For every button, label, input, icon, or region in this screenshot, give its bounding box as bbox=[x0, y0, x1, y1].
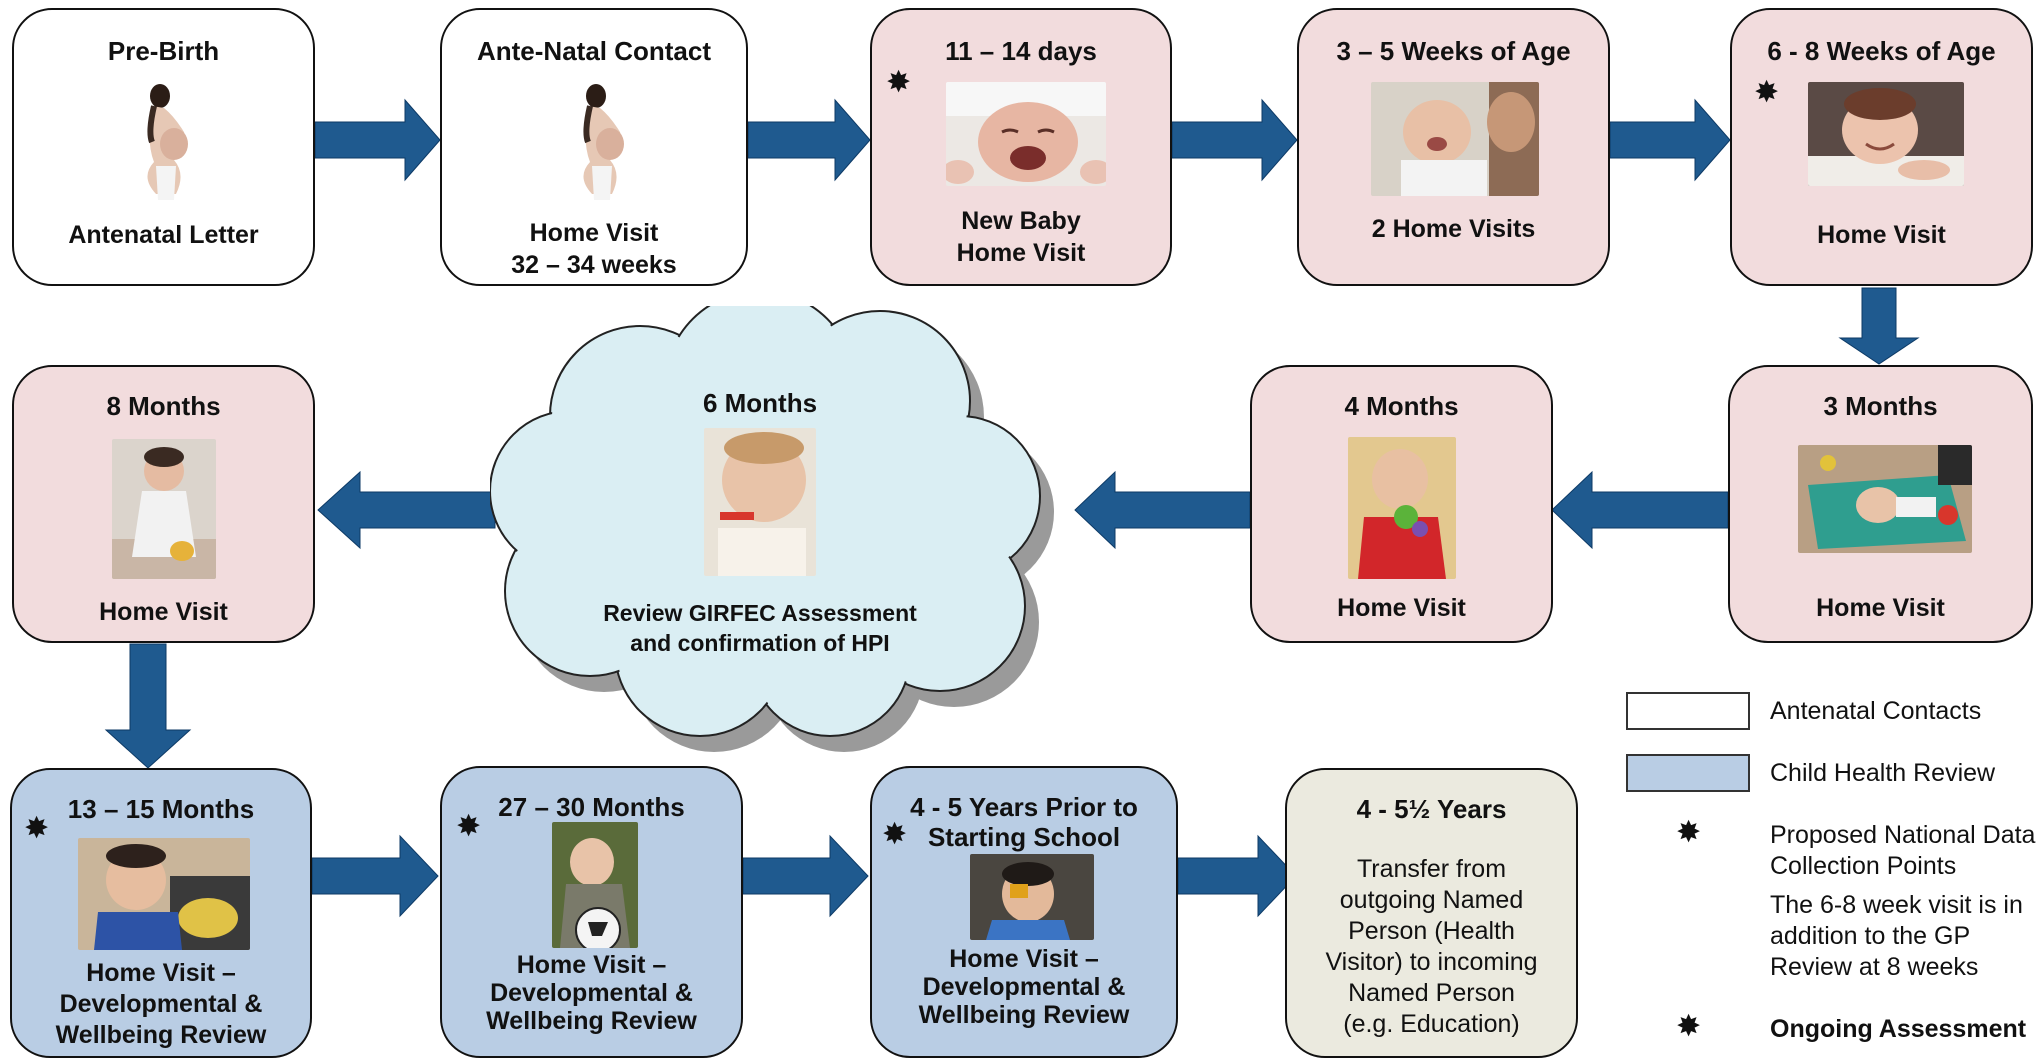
box-label: Home Visit bbox=[529, 219, 659, 247]
legend-note: Review at 8 weeks bbox=[1770, 953, 1979, 981]
arrow-down bbox=[1838, 287, 1920, 365]
box-title: 13 – 15 Months bbox=[67, 794, 255, 824]
box-13-15-months: 13 – 15 Months ✸ Home Visit – Developmen… bbox=[10, 768, 312, 1058]
box-label: Antenatal Letter bbox=[68, 221, 259, 249]
box-text-line: Named Person bbox=[1348, 979, 1515, 1007]
box-4-months: 4 Months Home Visit bbox=[1250, 365, 1553, 643]
arrow-right bbox=[742, 834, 869, 918]
star-icon: ✸ bbox=[1754, 76, 1780, 109]
box-title: 11 – 14 days bbox=[945, 36, 1097, 66]
box-title: Pre-Birth bbox=[107, 36, 220, 66]
box-text-line: Visitor) to incoming bbox=[1325, 948, 1538, 976]
box-title: 4 - 5 Years Prior to bbox=[910, 792, 1138, 822]
box-label: Home Visit bbox=[956, 239, 1086, 267]
legend: Antenatal Contacts Child Health Review ✸… bbox=[1620, 690, 2040, 1058]
arrow-right bbox=[747, 98, 871, 182]
legend-label-ongoing: Ongoing Assessment bbox=[1770, 1015, 2027, 1043]
baby-on-playmat-photo bbox=[1798, 445, 1972, 553]
arrow-left bbox=[317, 470, 496, 550]
arrow-right bbox=[314, 98, 441, 182]
child-with-telescope-photo bbox=[970, 854, 1094, 940]
legend-label-proposed: Proposed National Data bbox=[1770, 821, 2036, 849]
box-label: Home Visit bbox=[1817, 221, 1946, 249]
toddler-eating-photo bbox=[78, 838, 250, 950]
star-icon: ✸ bbox=[24, 812, 50, 845]
box-text-line: outgoing Named bbox=[1339, 886, 1524, 914]
box-ante-natal-contact: Ante-Natal Contact Home Visit 32 – 34 we… bbox=[440, 8, 748, 286]
smiling-baby-photo bbox=[1808, 82, 1964, 186]
box-title: 4 Months bbox=[1344, 391, 1459, 421]
arrow-right bbox=[1171, 98, 1298, 182]
box-label: Home Visit – bbox=[516, 951, 667, 979]
box-6-8-weeks: 6 - 8 Weeks of Age ✸ Home Visit bbox=[1730, 8, 2033, 286]
baby-with-father-photo bbox=[1371, 82, 1539, 196]
box-label: Developmental & bbox=[59, 990, 263, 1018]
box-label: and confirmation of HPI bbox=[630, 630, 890, 656]
legend-note: The 6-8 week visit is in bbox=[1770, 891, 2023, 919]
box-label: Wellbeing Review bbox=[486, 1007, 697, 1035]
star-icon: ✸ bbox=[456, 810, 482, 843]
arrow-right bbox=[1609, 98, 1731, 182]
box-title: 3 – 5 Weeks of Age bbox=[1336, 36, 1571, 66]
arrow-left bbox=[1074, 470, 1251, 550]
box-title: Starting School bbox=[927, 822, 1121, 852]
baby-with-toy-photo bbox=[1348, 437, 1456, 579]
legend-label-antenatal: Antenatal Contacts bbox=[1770, 697, 1982, 725]
legend-label-proposed: Collection Points bbox=[1770, 852, 1957, 880]
review-cloud bbox=[490, 306, 1054, 752]
box-label: Review GIRFEC Assessment bbox=[603, 600, 917, 626]
box-title: 4 - 5½ Years bbox=[1356, 794, 1507, 824]
box-label: Developmental & bbox=[490, 979, 693, 1007]
box-title: 27 – 30 Months bbox=[498, 792, 685, 822]
box-label: 32 – 34 weeks bbox=[511, 251, 677, 279]
legend-note: addition to the GP bbox=[1770, 922, 1971, 950]
box-label: Home Visit bbox=[99, 598, 228, 626]
newborn-crying-photo bbox=[946, 82, 1106, 186]
box-title: 3 Months bbox=[1823, 391, 1938, 421]
star-icon: ✸ bbox=[1676, 1010, 1702, 1043]
box-6-months: 6 Months Review GIRFEC Assessment and co… bbox=[560, 370, 960, 670]
box-text-line: (e.g. Education) bbox=[1343, 1010, 1520, 1038]
box-title: 6 - 8 Weeks of Age bbox=[1767, 36, 1996, 66]
box-label: New Baby bbox=[961, 207, 1081, 235]
star-icon: ✸ bbox=[882, 818, 908, 851]
pregnant-woman-image bbox=[583, 84, 624, 200]
box-text-line: Transfer from bbox=[1356, 855, 1507, 883]
box-4-5-years: 4 - 5 Years Prior to Starting School ✸ H… bbox=[870, 766, 1178, 1058]
box-pre-birth: Pre-Birth Antenatal Letter bbox=[12, 8, 315, 286]
arrow-left bbox=[1551, 470, 1729, 550]
box-title: 8 Months bbox=[106, 391, 221, 421]
legend-label-child-health: Child Health Review bbox=[1770, 759, 1996, 787]
pregnant-woman-image bbox=[147, 84, 188, 200]
child-with-football-photo bbox=[552, 822, 638, 948]
box-label: Home Visit bbox=[1337, 594, 1466, 622]
box-title: 6 Months bbox=[702, 388, 818, 418]
box-3-5-weeks: 3 – 5 Weeks of Age 2 Home Visits bbox=[1297, 8, 1610, 286]
box-8-months: 8 Months Home Visit bbox=[12, 365, 315, 643]
box-27-30-months: 27 – 30 Months ✸ Home Visit – Developmen… bbox=[440, 766, 743, 1058]
box-title: Ante-Natal Contact bbox=[476, 36, 711, 66]
box-label: 2 Home Visits bbox=[1371, 215, 1536, 243]
arrow-right bbox=[1177, 834, 1297, 918]
box-label: Developmental & bbox=[922, 973, 1126, 1001]
box-label: Wellbeing Review bbox=[918, 1001, 1130, 1029]
box-3-months: 3 Months Home Visit bbox=[1728, 365, 2033, 643]
box-label: Home Visit – bbox=[949, 945, 1099, 973]
box-label: Wellbeing Review bbox=[55, 1021, 267, 1049]
box-4-5-half-years: 4 - 5½ Years Transfer from outgoing Name… bbox=[1285, 768, 1578, 1058]
star-icon: ✸ bbox=[886, 66, 912, 99]
box-label: Home Visit bbox=[1816, 594, 1945, 622]
baby-eating-photo bbox=[704, 428, 816, 576]
arrow-down bbox=[104, 643, 192, 769]
box-label: Home Visit – bbox=[86, 959, 236, 987]
box-text-line: Person (Health bbox=[1348, 917, 1515, 945]
sitting-baby-photo bbox=[112, 439, 216, 579]
legend-swatch-antenatal bbox=[1626, 692, 1750, 730]
arrow-right bbox=[311, 834, 439, 918]
star-icon: ✸ bbox=[1676, 816, 1702, 849]
box-11-14-days: 11 – 14 days ✸ New Baby Home Visit bbox=[870, 8, 1172, 286]
legend-swatch-child-health bbox=[1626, 754, 1750, 792]
